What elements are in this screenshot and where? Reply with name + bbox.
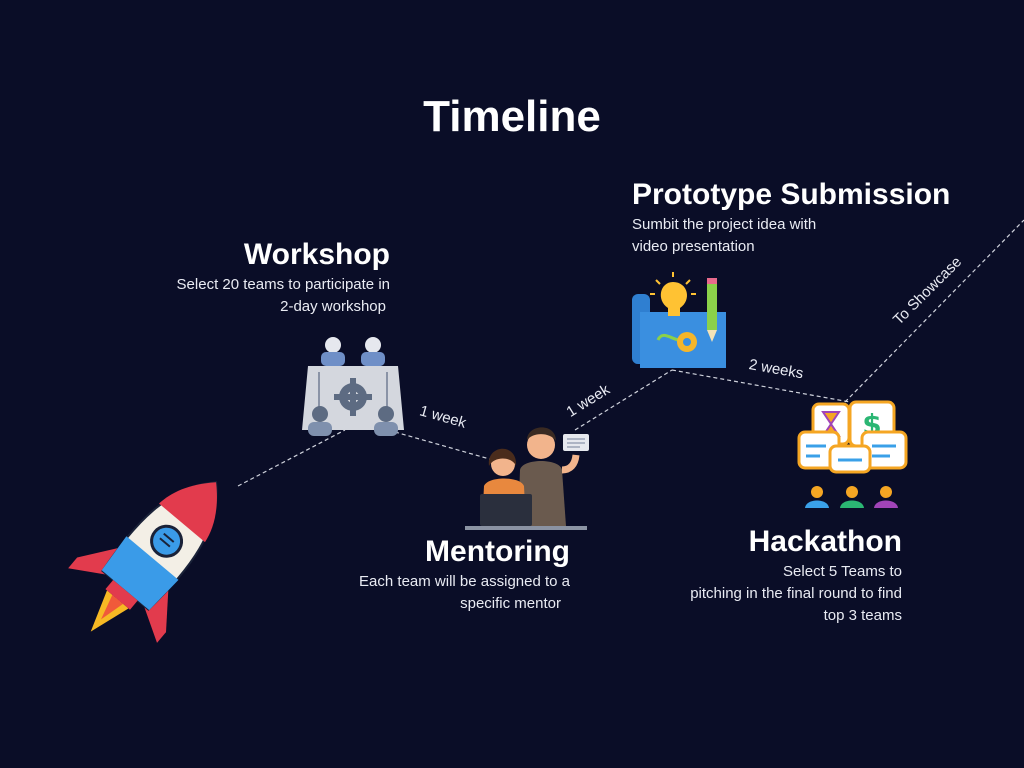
stage-description-line: 2-day workshop (280, 298, 386, 315)
stage-prototype-submission: Prototype Submission Sumbit the project … (632, 178, 972, 258)
stage-title: Workshop (243, 238, 390, 271)
path-segment-prototype-hackathon (671, 369, 851, 403)
stage-description-line: pitching in the final round to find (690, 585, 902, 602)
stage-hackathon: Hackathon Select 5 Teams to pitching in … (640, 525, 902, 627)
stage-title: Prototype Submission (632, 178, 951, 211)
stage-description-line: Select 5 Teams to (783, 563, 902, 580)
stage-description-line: Select 20 teams to participate in (176, 276, 390, 293)
path-segment-rocket-workshop (237, 429, 346, 487)
stage-description: Sumbit the project idea with video prese… (632, 214, 972, 258)
path-segment-workshop-mentoring (394, 431, 501, 463)
stage-title: Hackathon (748, 525, 902, 558)
page-title: Timeline (423, 92, 601, 141)
stage-title: Mentoring (425, 535, 570, 568)
stage-description-line: top 3 teams (823, 607, 902, 624)
stage-description-line: Each team will be assigned to a (359, 573, 570, 590)
path-segment-mentoring-prototype (574, 369, 673, 431)
stage-description: Select 5 Teams to pitching in the final … (640, 561, 902, 627)
stage-description: Select 20 teams to participate in 2-day … (130, 274, 390, 318)
stage-description-line: specific mentor (460, 595, 561, 612)
path-segment-to-showcase (844, 219, 1024, 403)
stage-description-line: video presentation (632, 238, 755, 255)
stage-description: Each team will be assigned to a specific… (300, 571, 570, 615)
stage-workshop: Workshop Select 20 teams to participate … (130, 238, 390, 318)
stage-description-line: Sumbit the project idea with (632, 216, 817, 233)
stage-mentoring: Mentoring Each team will be assigned to … (300, 535, 570, 615)
